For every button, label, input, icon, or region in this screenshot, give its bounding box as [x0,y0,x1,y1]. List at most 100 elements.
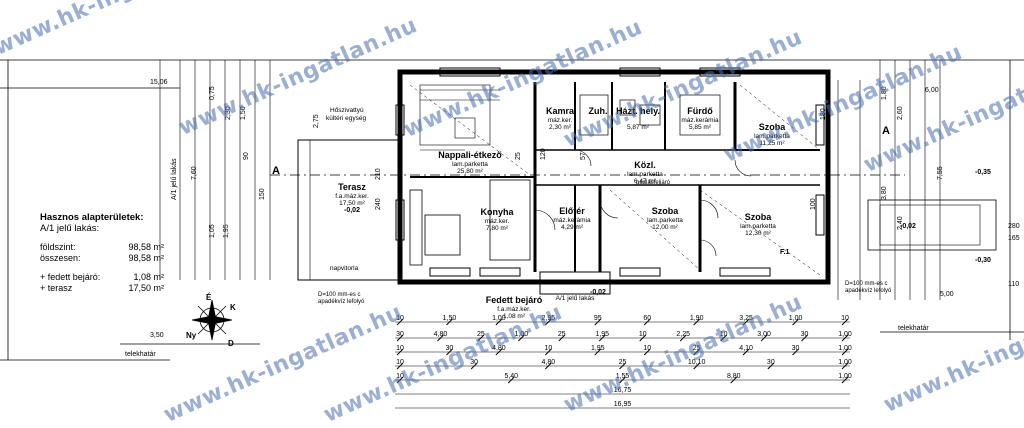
room-floor: máz.ker. [485,218,510,225]
dimension-tick [693,348,701,356]
dimension-text: 16,95 [614,401,632,408]
note-label: apadékvíz lefolyó [845,288,892,294]
dimension-text: 3,00 [757,331,771,338]
dimension-text: 165 [1008,235,1020,242]
dimension-text: 15,06 [150,79,168,86]
summary-title: Hasznos alapterületek: [40,212,144,223]
dimension-tick [619,376,626,384]
room-name: Előtér [559,206,585,216]
dimension-tick [639,334,647,342]
room-name: Nappali-étkező [438,150,502,160]
dimension-tick [643,318,651,326]
room-floor: lam.parketta [452,161,488,168]
dimension-text: 2,95 [542,315,556,322]
dimension-tick [760,334,768,342]
dimension-text: 3,80 [881,186,888,200]
dimension-text: 25 [515,152,522,160]
room-area: 1,08 m² [503,313,526,320]
dimension-tick [544,362,552,370]
dimension-text: 1,80 [881,86,888,100]
room-area: 7,80 m² [486,225,509,232]
dimension-text: 10 [396,345,404,352]
room-floor: lam.parketta [740,223,776,230]
dimension-tick [643,348,651,356]
dimension-text: 8,80 [727,373,741,380]
compass-letter: É [206,293,212,302]
dimension-tick [693,318,701,326]
dimension-text: 1,00 [515,331,529,338]
dimension-text: 1,00 [838,359,852,366]
level-mark: -0,02 [590,289,606,296]
dimension-tick [841,334,849,342]
dimension-text: 30 [767,359,775,366]
dimension-text: 10 [396,373,404,380]
room-name: Fedett bejáró [486,295,543,305]
dimension-tick [396,348,404,356]
note-label: padlásfeljáró [636,180,671,186]
dimension-tick [446,348,453,356]
dimension-tick [841,348,849,356]
dimension-text: 30 [396,331,404,338]
dimension-text: 16,75 [614,387,632,394]
dimension-text: 0,75 [209,86,216,100]
dimension-text: 10 [396,315,404,322]
dimension-text: 10,10 [688,359,706,366]
room-name: Fürdő [687,106,713,116]
dimension-text: 1,50 [443,315,457,322]
unit-label: Hőszivattyú [330,107,364,114]
dimension-text: 1,95 [595,331,609,338]
dimension-tick [693,362,701,370]
dimension-text: 7,55 [937,166,944,180]
dimension-text: 5,00 [940,291,954,298]
room-name: Kamra [546,106,575,116]
dimension-text: 150 [259,188,266,200]
room-area: 5,87 m² [627,124,650,131]
dimension-text: 25 [558,331,566,338]
room-floor: lam.parketta [627,171,663,178]
dimension-text: 1,00 [838,373,852,380]
dimension-tick [679,334,687,342]
dimension-text: 1,95 [591,345,605,352]
dimension-text: 95 [594,315,602,322]
dimension-text: 1,00 [789,315,803,322]
dimension-tick [477,334,485,342]
dimension-tick [507,376,515,384]
dimension-tick [767,362,775,370]
dimension-text: 1,05 [209,224,216,238]
dimension-text: 10 [841,315,849,322]
room-name: Házt. hely. [616,106,660,116]
room-floor: lam.parketta [754,133,790,140]
note-label: D=100 mm-es c [318,292,361,298]
dimension-text: 57 [580,152,587,160]
dimension-text: 1,50 [240,106,247,120]
dimension-text: 30 [792,345,800,352]
room-name: Terasz [338,182,366,192]
dimension-text: 280 [1008,223,1020,230]
apartment-label: A/1 jelű lakás [556,295,595,302]
dimension-tick [841,362,849,370]
room-area: 11,25 m² [759,140,785,147]
dimension-tick [720,334,727,342]
dimension-tick [792,348,799,356]
area-summary: Hasznos alapterületek: A/1 jelű lakás: f… [40,212,164,294]
note-label: apadékvíz lefolyó [318,299,365,305]
dimension-text: 30 [470,359,478,366]
dimension-tick [437,334,444,342]
dimension-tick [792,318,799,326]
room-area: 12,30 m² [745,230,771,237]
dimension-tick [396,334,404,342]
column-mark: F.1 [780,249,789,256]
dimension-text: 1,00 [492,315,506,322]
dimension-tick [396,318,404,326]
dimension-text: 5,40 [504,373,518,380]
room-name: Zuh. [589,106,608,116]
dimension-text: 25 [477,331,485,338]
dimension-text: 1,95 [223,224,230,238]
dimension-text: 2,60 [897,106,904,120]
compass-rose [191,299,233,341]
dimension-text: 7,60 [191,166,198,180]
room-area: 5,85 m² [689,124,712,131]
dimension-text: 4,80 [492,345,506,352]
dimension-text: 210 [375,168,382,180]
